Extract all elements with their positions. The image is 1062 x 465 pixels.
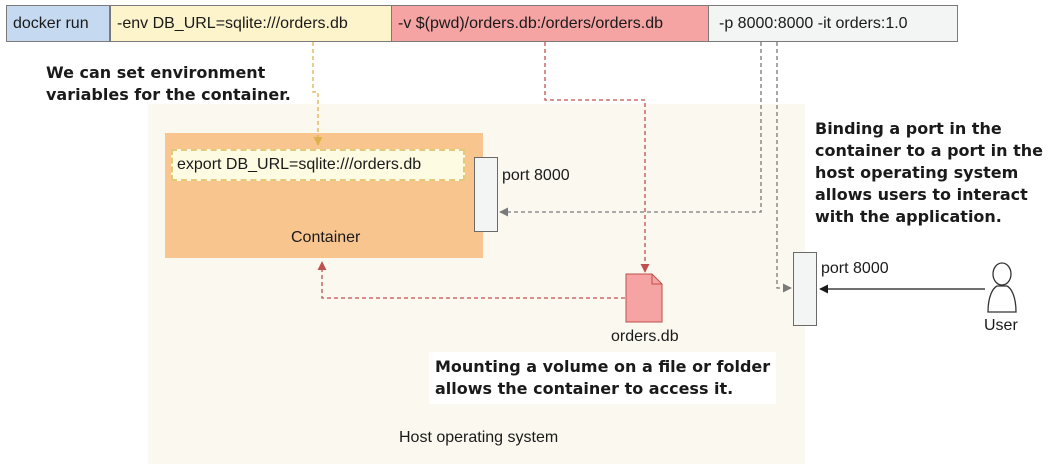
env-arrow: [312, 42, 323, 146]
container-port: [474, 157, 498, 232]
env-note: We can set environment variables for the…: [46, 63, 291, 104]
file-to-container-arrow: [317, 261, 625, 299]
command-port-flag: -p 8000:8000 -it orders:1.0: [708, 5, 958, 42]
host-port: [793, 252, 817, 326]
orders-db-file-icon: [625, 273, 663, 323]
user-icon: [987, 262, 1017, 313]
container-label: Container: [291, 229, 361, 246]
host-port-label: port 8000: [821, 260, 889, 277]
command-volume-flag: -v $(pwd)/orders.db:/orders/orders.db: [391, 5, 709, 42]
orders-db-label: orders.db: [611, 328, 679, 345]
port-note: Binding a port in the container to a por…: [815, 119, 1043, 226]
container-env-line: export DB_URL=sqlite:///orders.db: [171, 149, 465, 181]
volume-note: Mounting a volume on a file or folder al…: [429, 352, 777, 404]
command-docker-run: docker run: [6, 5, 110, 42]
port-to-container-arrow: [499, 42, 762, 217]
command-env-flag: -env DB_URL=sqlite:///orders.db: [110, 5, 392, 42]
user-label: User: [984, 317, 1018, 334]
host-os-label: Host operating system: [399, 429, 559, 446]
volume-arrow: [544, 42, 650, 273]
port-to-host-arrow: [776, 42, 792, 293]
container-port-label: port 8000: [502, 167, 570, 184]
